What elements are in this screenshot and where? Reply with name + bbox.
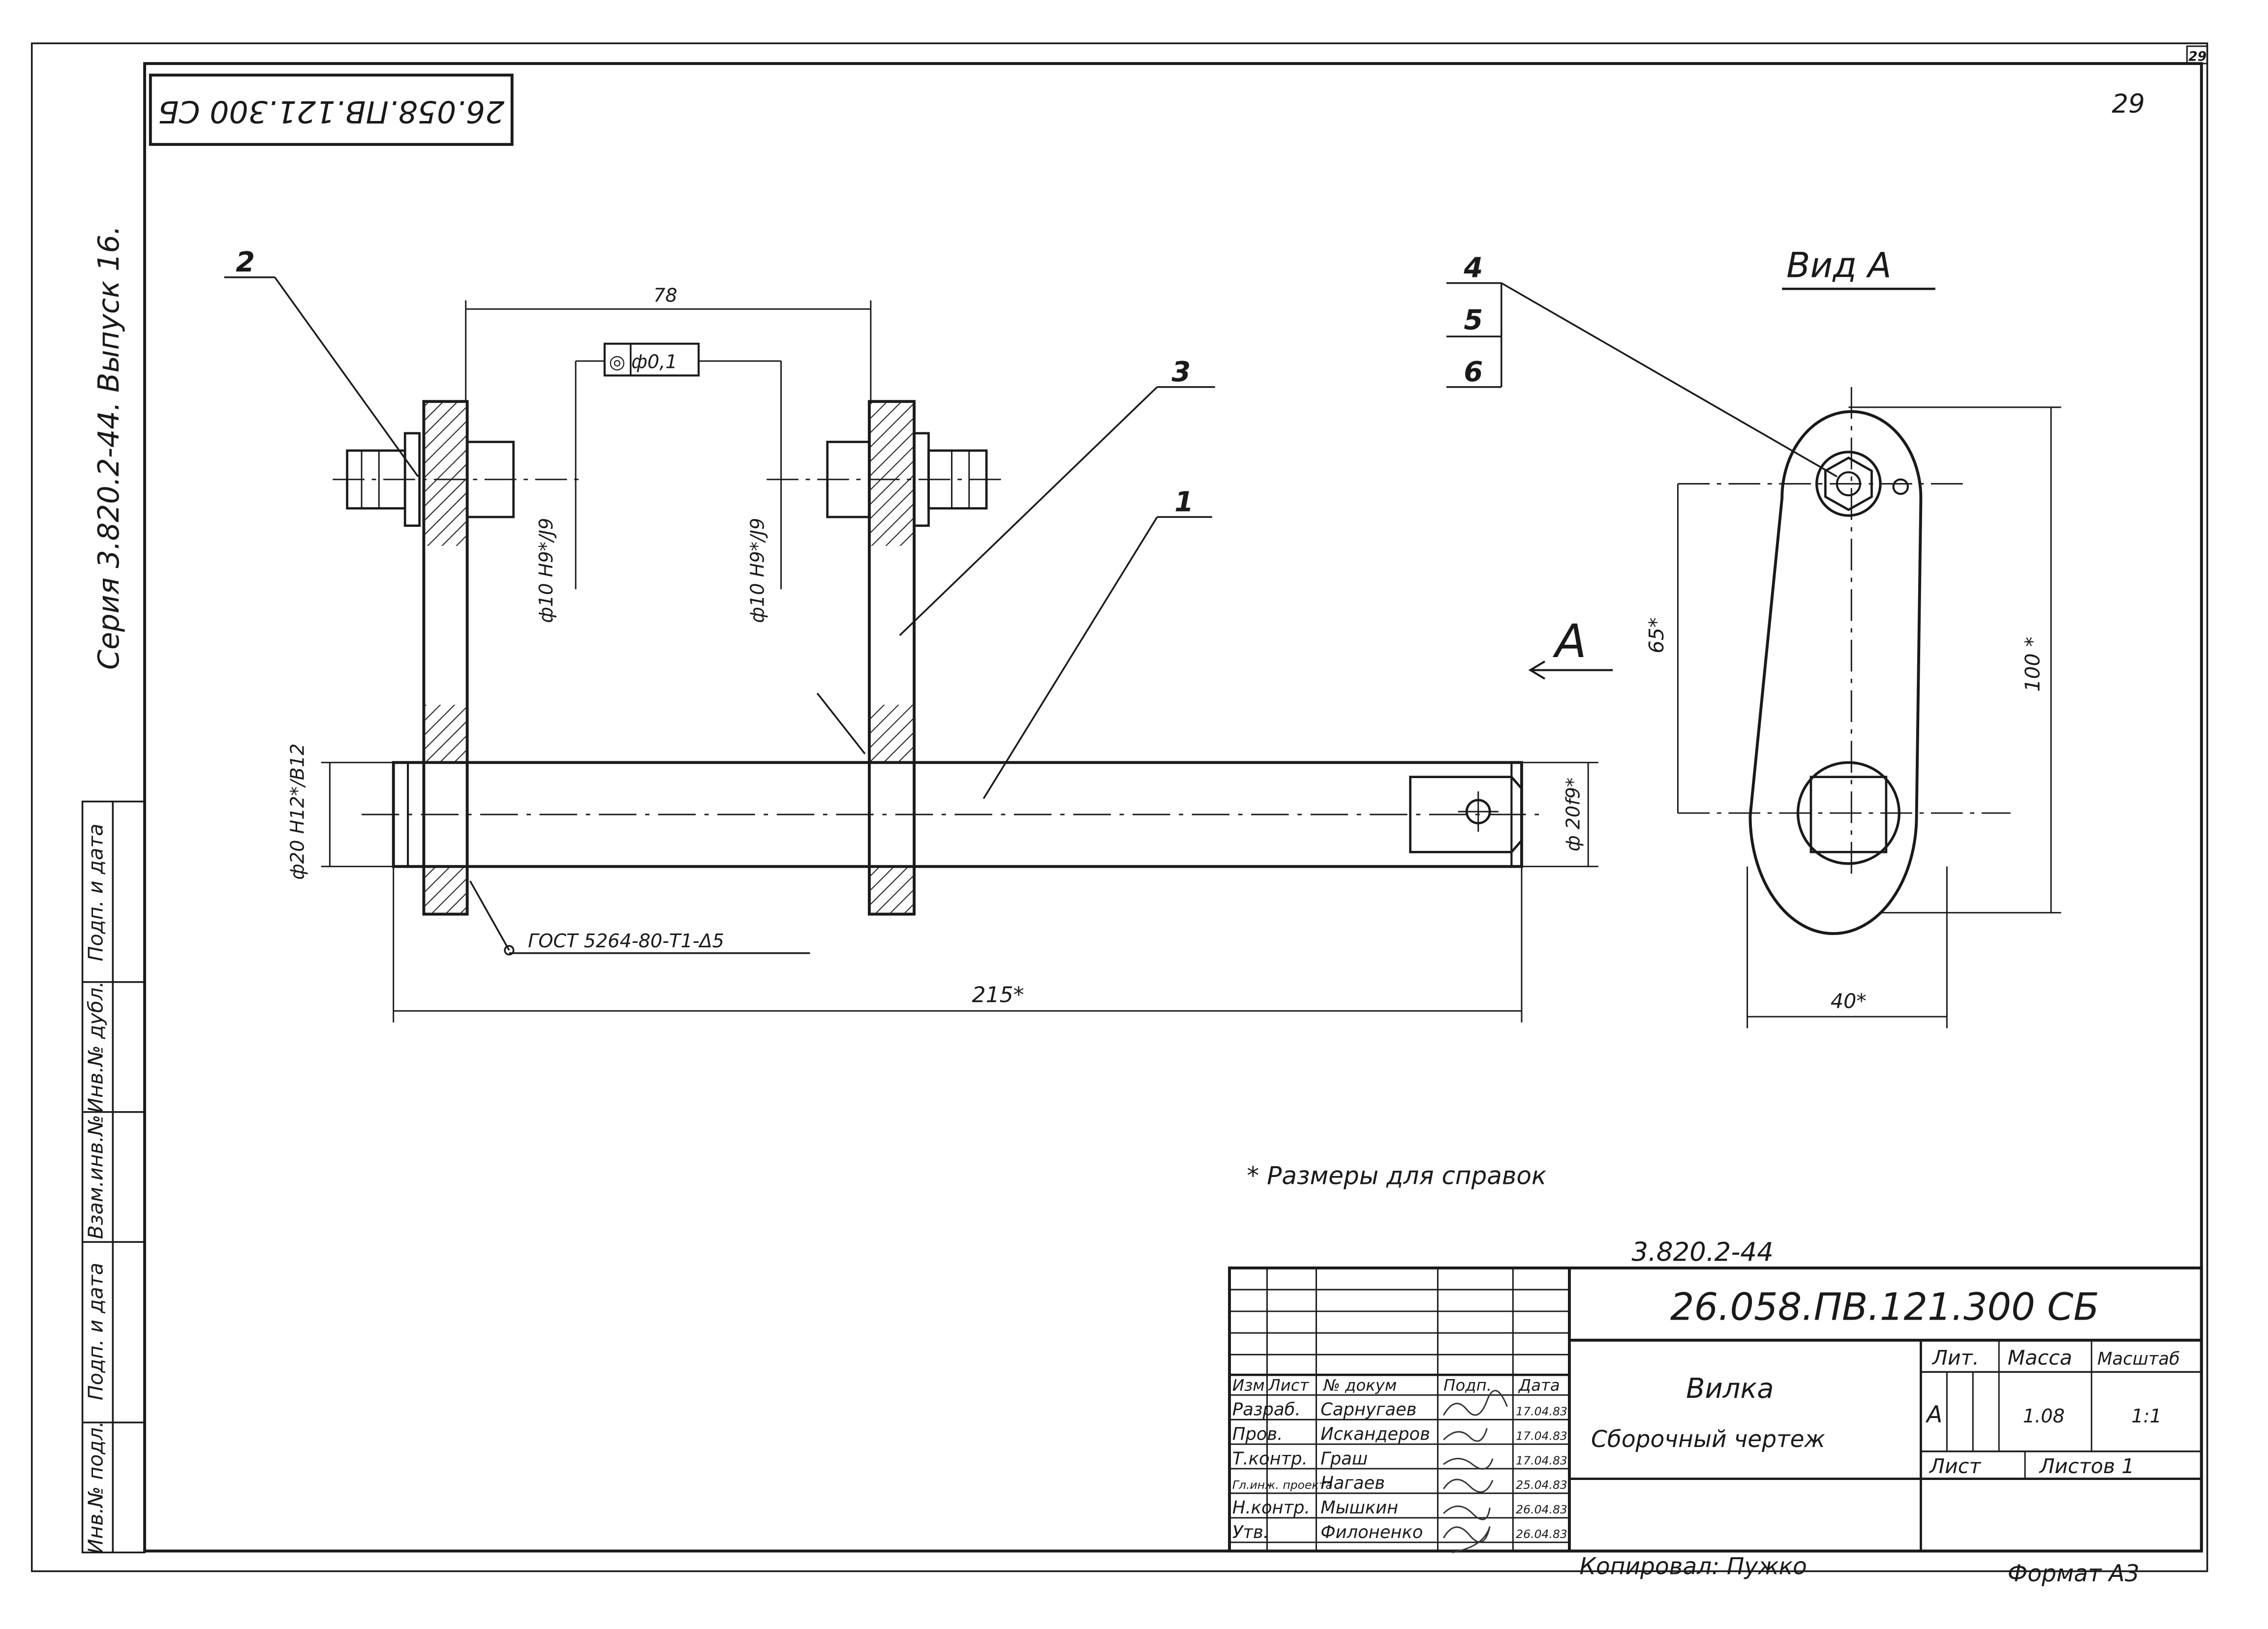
balloon-2: 2 (236, 246, 255, 278)
strip-label-vzam-inv: Взам.инв.№ (84, 1115, 108, 1239)
signature-scribbles (1442, 1389, 1508, 1553)
tb-row-name: Сарнугаев (1320, 1399, 1416, 1419)
tb-title: Вилка (1686, 1373, 1774, 1405)
tb-mass-value: 1.08 (2023, 1406, 2065, 1427)
strip-label-inv-podl: Инв.№ подл. (84, 1421, 108, 1554)
svg-text:◎ ф0,1: ◎ ф0,1 (609, 352, 677, 373)
sheet-number-handwritten: 29 (2112, 89, 2145, 119)
tb-sheet-label: Лист (1929, 1454, 1981, 1478)
strip-label-podp-data-1: Подп. и дата (84, 1263, 108, 1400)
tb-lit-label: Лит. (1931, 1346, 1979, 1370)
tb-scale-label: Масштаб (2097, 1349, 2180, 1369)
dim-shaft-left-fit: ф20 H12*/В12 (287, 744, 308, 880)
section-arrow (1528, 661, 1613, 680)
tb-doc-code: 26.058.ПВ.121.300 СБ (1670, 1286, 2099, 1329)
tb-row-date: 26.04.83 (1516, 1503, 1567, 1516)
tb-row-name: Нагаев (1320, 1473, 1385, 1493)
strip-label-inv-dubl: Инв.№ дубл. (84, 981, 108, 1113)
tb-row-role: Гл.инж. проекта (1232, 1478, 1333, 1492)
dim-lever-height: 100 * (2021, 637, 2044, 692)
tb-col-doc: № докум (1322, 1376, 1397, 1395)
top-corner-number: 29 (2188, 49, 2207, 64)
series-label: Серия 3.820.2-44. Выпуск 16. (92, 226, 125, 670)
tb-row-role: Разраб. (1232, 1399, 1301, 1419)
tb-row-name: Искандеров (1320, 1424, 1430, 1444)
strip-label-podp-data-2: Подп. и дата (84, 824, 108, 962)
tb-col-list: Лист (1268, 1376, 1309, 1395)
svg-text:26.058.ПВ.121.300 СБ: 26.058.ПВ.121.300 СБ (158, 94, 504, 129)
tb-row-name: Мышкин (1320, 1498, 1398, 1518)
balloon-4: 4 (1463, 252, 1483, 284)
balloon-5: 5 (1464, 304, 1483, 336)
tb-sheets-label: Листов 1 (2038, 1454, 2134, 1478)
lever-view (1677, 387, 2061, 1028)
tb-col-data: Дата (1518, 1376, 1560, 1395)
tolerance-frame: ◎ ф0,1 (603, 342, 700, 377)
tb-row-role: Т.контр. (1232, 1448, 1308, 1469)
balloon-6: 6 (1464, 356, 1483, 388)
dim-top-width: 78 (653, 285, 677, 307)
tb-row-name: Граш (1320, 1448, 1368, 1469)
balloon-1: 1 (1174, 486, 1194, 518)
dim-overall-length: 215* (972, 983, 1024, 1008)
tb-format: Формат А3 (2008, 1560, 2140, 1587)
tb-series-code: 3.820.2-44 (1631, 1237, 1773, 1267)
dim-hole-fit-right: ф10 H9*/J9 (747, 518, 768, 623)
dim-hole-fit-left: ф10 H9*/J9 (536, 518, 557, 623)
balloon-3: 3 (1171, 356, 1191, 388)
tb-subtitle: Сборочный чертеж (1591, 1426, 1825, 1453)
tb-row-name: Филоненко (1320, 1522, 1423, 1542)
tb-col-izm: Изм (1232, 1376, 1265, 1395)
tb-col-podp: Подп. (1443, 1376, 1492, 1395)
tb-row-role: Н.контр. (1232, 1498, 1310, 1518)
dim-lever-width: 40* (1831, 989, 1867, 1013)
balloon-leaders (224, 276, 1838, 799)
tb-row-role: Пров. (1232, 1424, 1283, 1444)
tb-row-role: Утв. (1232, 1522, 1269, 1542)
tb-row-date: 26.04.83 (1516, 1527, 1567, 1541)
left-strip (81, 800, 146, 1554)
doc-code-stamp: 26.058.ПВ.121.300 СБ (149, 73, 514, 146)
reference-note: * Размеры для справок (1247, 1162, 1546, 1190)
tb-scale-value: 1:1 (2131, 1406, 2162, 1427)
dim-lever-centers: 65* (1645, 617, 1668, 653)
tb-row-date: 25.04.83 (1516, 1478, 1567, 1492)
tb-copied-by: Копировал: Пужко (1580, 1553, 1807, 1580)
tb-row-date: 17.04.83 (1516, 1404, 1567, 1418)
dim-shaft-right-fit: ф 20f9* (1563, 778, 1585, 851)
tb-mass-label: Масса (2008, 1346, 2072, 1370)
dimension-lines (321, 300, 1598, 1023)
weld-note: ГОСТ 5264-80-Т1-Δ5 (528, 931, 724, 952)
section-arrow-letter: А (1553, 615, 1587, 668)
front-view (333, 400, 1541, 956)
tb-row-date: 17.04.83 (1516, 1429, 1567, 1443)
title-block (1228, 1267, 2203, 1553)
tb-row-date: 17.04.83 (1516, 1453, 1567, 1467)
lever-outline (1748, 410, 1923, 935)
view-a-label: Вид А (1786, 245, 1892, 286)
shaft-end-slot (1409, 776, 1523, 853)
tb-lit-value: А (1925, 1401, 1942, 1428)
